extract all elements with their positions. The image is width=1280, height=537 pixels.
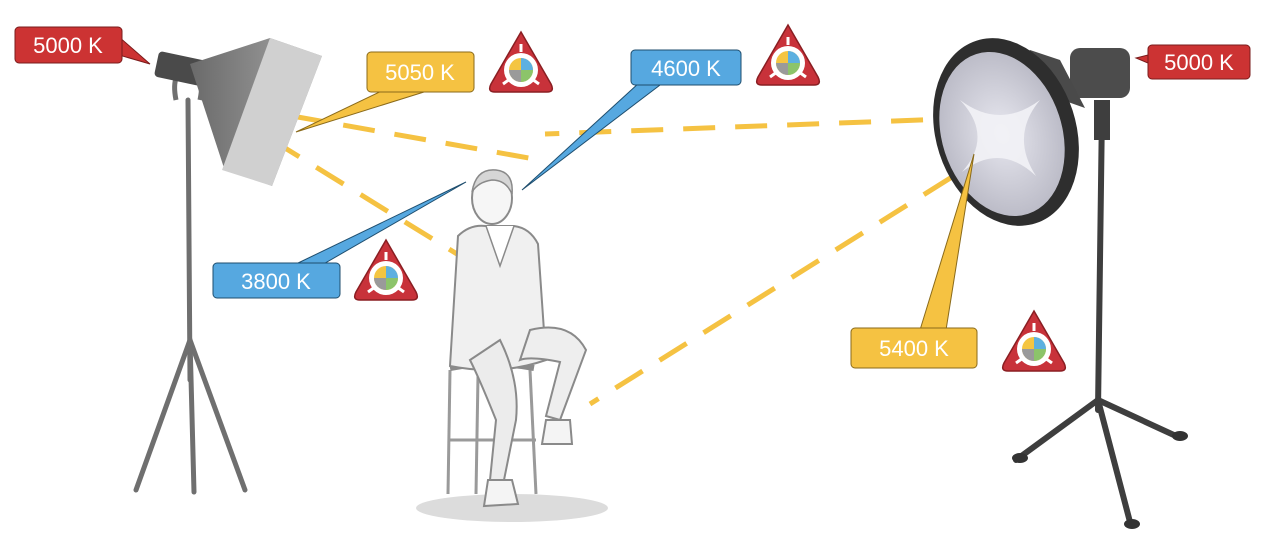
- reflector-stand: [1013, 107, 1179, 525]
- callout-softbox-temp: 5000 K: [14, 26, 123, 64]
- color-meter-icon: [1001, 309, 1067, 373]
- color-meter-icon: [755, 23, 821, 87]
- callout-label: 5400 K: [879, 336, 949, 361]
- callout-reading-3800: 3800 K: [212, 262, 341, 299]
- reflector-light: [933, 38, 1188, 529]
- beam-softbox-face: [291, 113, 541, 163]
- callout-reading-5050: 5050 K: [366, 51, 475, 93]
- beam-reflector-top: [544, 115, 976, 137]
- softbox-stand: [133, 97, 248, 495]
- callout-label: 5000 K: [33, 33, 103, 58]
- callout-label: 4600 K: [651, 56, 721, 81]
- seated-subject: [416, 169, 608, 522]
- color-meter-icon: [353, 238, 419, 302]
- callout-reflector-temp: 5000 K: [1147, 44, 1251, 80]
- callout-reading-5400: 5400 K: [850, 327, 978, 369]
- callout-label: 5000 K: [1164, 50, 1234, 75]
- callout-reading-4600: 4600 K: [630, 49, 742, 86]
- beam-softbox-body: [270, 137, 472, 265]
- light-beams: [270, 113, 997, 407]
- softbox-face: [222, 38, 322, 186]
- beam-reflector-low: [588, 147, 997, 407]
- color-meter-icon: [488, 30, 554, 94]
- softbox-light: [133, 38, 322, 495]
- floor-shadow: [416, 494, 608, 522]
- callout-label: 3800 K: [241, 269, 311, 294]
- callout-label: 5050 K: [385, 60, 455, 85]
